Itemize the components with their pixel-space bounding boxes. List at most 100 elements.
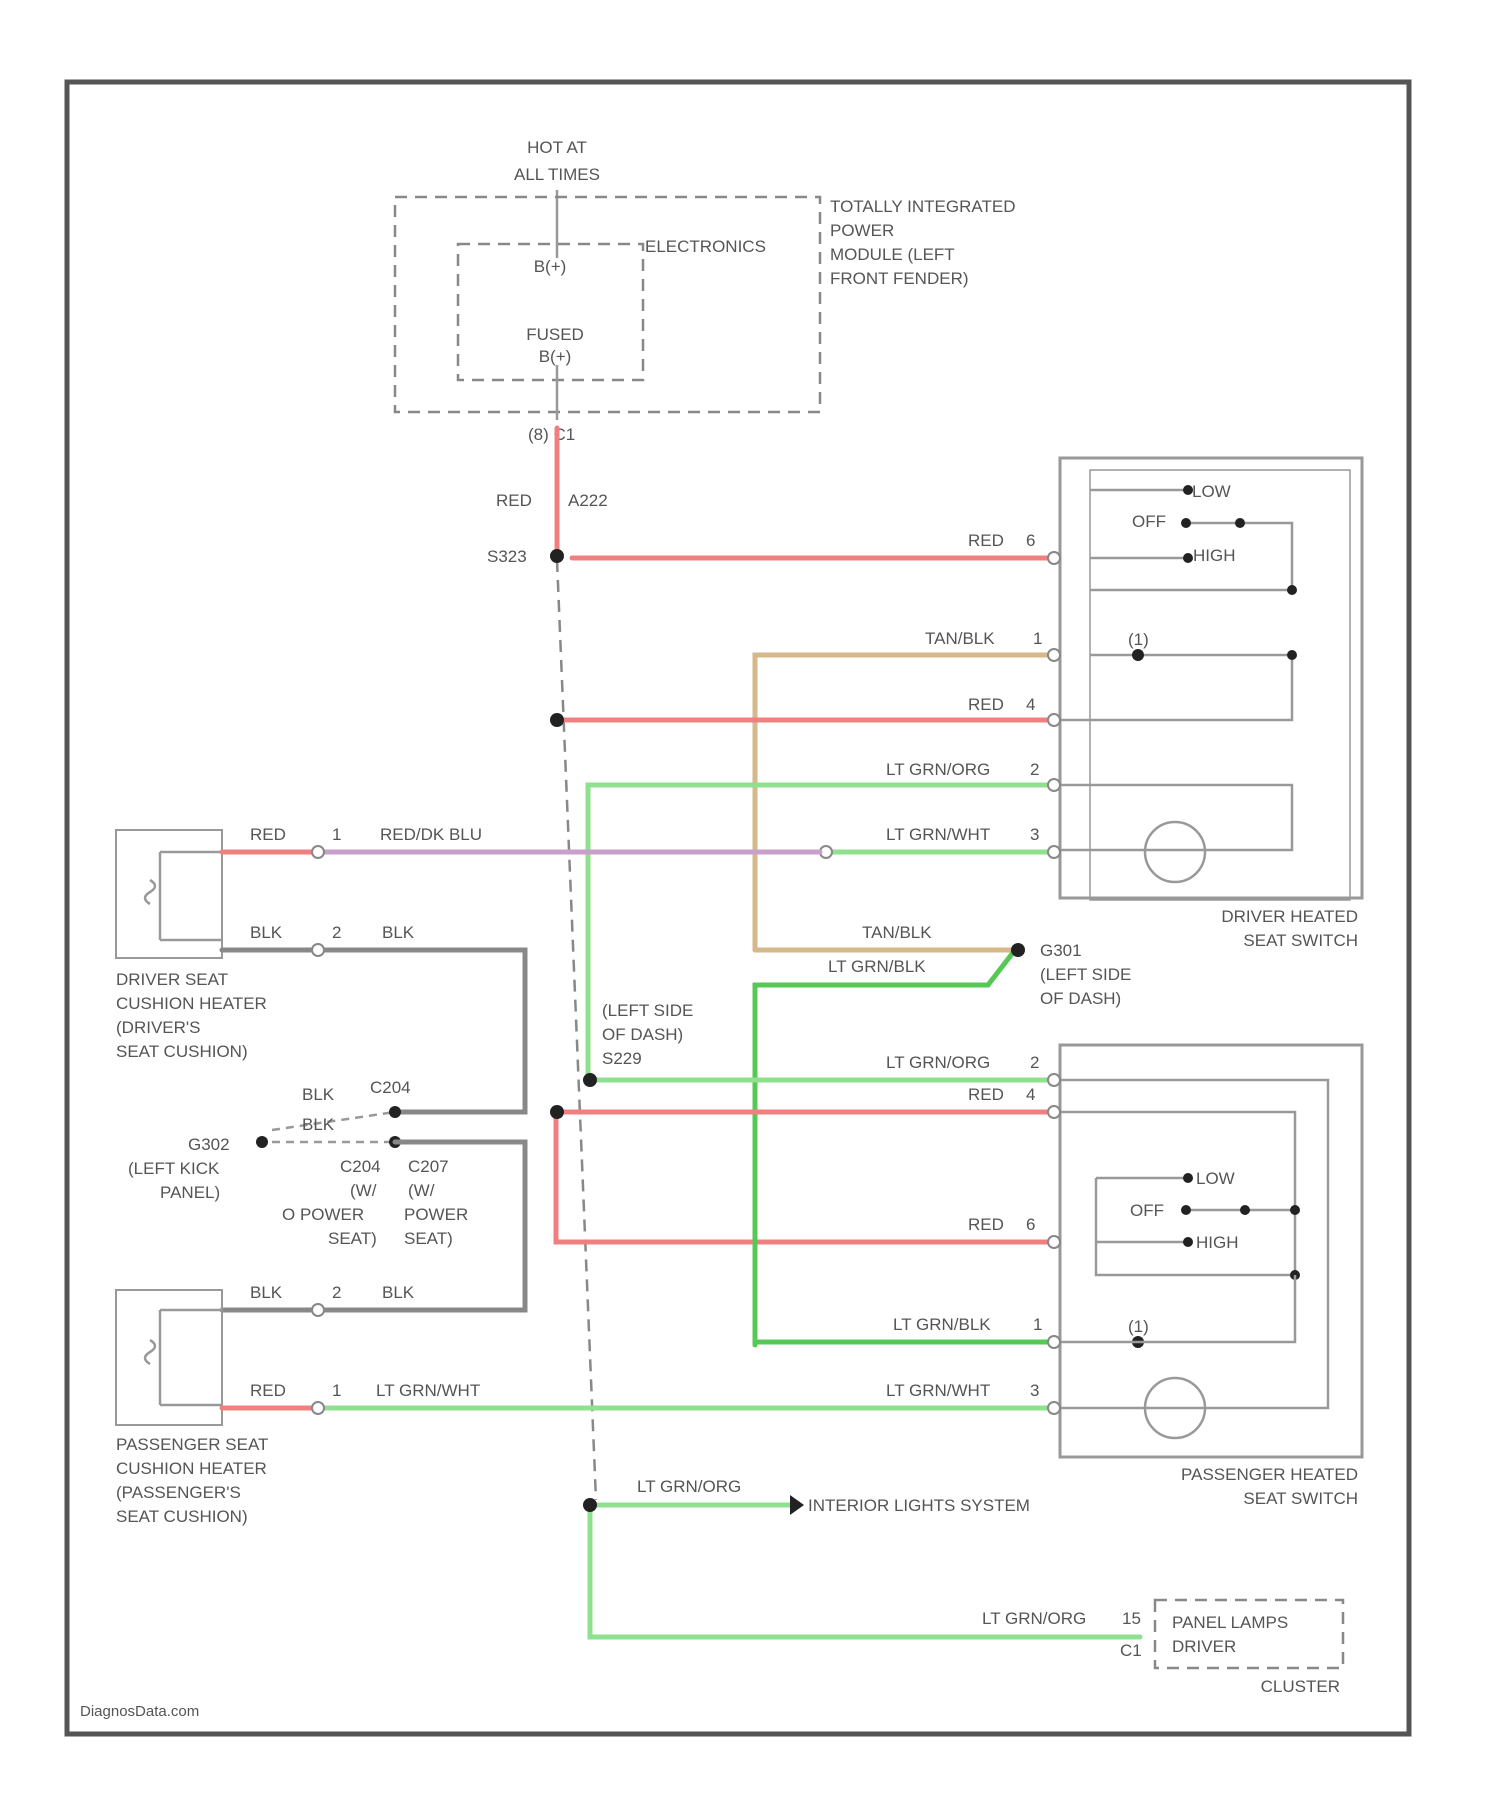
driver-switch-lamp-loop [1060, 785, 1292, 850]
driver-wire-6-pin: 6 [1026, 531, 1035, 550]
passenger-heater-resistor [145, 1340, 155, 1364]
driver-heater-pin1-far: RED/DK BLU [380, 825, 482, 844]
driver-switch-pins [820, 552, 1060, 858]
interior-splice [583, 1498, 597, 1512]
feed-splice-2 [550, 713, 564, 727]
c204-label-1: C204 [340, 1157, 381, 1176]
driver-wire-4-color: RED [968, 695, 1004, 714]
driver-low-label: LOW [1192, 482, 1231, 501]
g301-label-2: OF DASH) [1040, 989, 1121, 1008]
electronics-label: ELECTRONICS [645, 237, 766, 256]
g302-point [256, 1136, 268, 1148]
driver-off-contact [1181, 518, 1191, 528]
interior-arrow-icon [790, 1495, 804, 1515]
passenger-heater-title-2: CUSHION HEATER [116, 1459, 267, 1478]
passenger-wire-3-color: LT GRN/WHT [886, 1381, 990, 1400]
driver-switch-node-2 [1287, 650, 1297, 660]
c207-label-2: (W/ [408, 1181, 435, 1200]
c204-node [389, 1106, 401, 1118]
cluster-driver-1: PANEL LAMPS [1172, 1613, 1288, 1632]
driver-heater-c1 [312, 846, 324, 858]
cluster-pin: 15 [1122, 1609, 1141, 1628]
driver-heater-title-1: DRIVER SEAT [116, 970, 228, 989]
passenger-off-label: OFF [1130, 1201, 1164, 1220]
driver-wire-2-pin: 2 [1030, 760, 1039, 779]
cluster-conn: C1 [1120, 1641, 1142, 1660]
driver-wire-2-color: LT GRN/ORG [886, 760, 990, 779]
g301-label-1: (LEFT SIDE [1040, 965, 1131, 984]
driver-switch-inner [1090, 470, 1350, 900]
tipm-label-2: POWER [830, 221, 894, 240]
driver-heater-title-2: CUSHION HEATER [116, 994, 267, 1013]
dash-splice-label-1: (LEFT SIDE [602, 1001, 693, 1020]
g301-id: G301 [1040, 941, 1082, 960]
g301-wire-1: TAN/BLK [862, 923, 932, 942]
power-module: HOT AT ALL TIMES ELECTRONICS B(+) FUSED … [395, 138, 1015, 444]
c207-label-3: POWER [404, 1205, 468, 1224]
driver-pin-1 [1048, 649, 1060, 661]
feed-circuit: A222 [568, 491, 608, 510]
dash-splice-label-2: OF DASH) [602, 1025, 683, 1044]
fused-label: FUSED [526, 325, 584, 344]
driver-heater-pin2-far: BLK [382, 923, 415, 942]
passenger-wire-6-pin: 6 [1026, 1215, 1035, 1234]
feed-color: RED [496, 491, 532, 510]
driver-pin-4 [1048, 714, 1060, 726]
passenger-wire-1-pin: 1 [1033, 1315, 1042, 1334]
passenger-pin-6 [1048, 1236, 1060, 1248]
driver-heater-pin2-num: 2 [332, 923, 341, 942]
driver-wire-4-pin: 4 [1026, 695, 1035, 714]
passenger-heater-title-4: SEAT CUSHION) [116, 1507, 248, 1526]
g302-label-2: PANEL) [160, 1183, 220, 1202]
driver-high-contact [1183, 553, 1193, 563]
driver-switch-lamp [1145, 822, 1205, 882]
driver-wire-1-pin: 1 [1033, 629, 1042, 648]
interior-wire-color: LT GRN/ORG [637, 1477, 741, 1496]
cluster-wire-color: LT GRN/ORG [982, 1609, 1086, 1628]
passenger-switch-internals [1096, 1178, 1295, 1275]
driver-low-contact [1183, 485, 1193, 495]
driver-heater-element [160, 852, 222, 940]
driver-pin-6 [1048, 552, 1060, 564]
passenger-heater-pin1-num: 1 [332, 1381, 341, 1400]
passenger-node-1 [1290, 1205, 1300, 1215]
driver-wire-3-pin: 3 [1030, 825, 1039, 844]
hot-label-1: HOT AT [527, 138, 587, 157]
driver-switch-title-2: SEAT SWITCH [1243, 931, 1358, 950]
bplus-label: B(+) [534, 257, 567, 276]
passenger-high-label: HIGH [1196, 1233, 1239, 1252]
passenger-wire-3-pin: 3 [1030, 1381, 1039, 1400]
driver-heater-resistor [145, 880, 155, 904]
dash-splice-label-3: S229 [602, 1049, 642, 1068]
passenger-wire-4-pin: 4 [1026, 1085, 1035, 1104]
c204-label-2: (W/ [350, 1181, 377, 1200]
c204-label-3: O POWER [282, 1205, 364, 1224]
passenger-switch-outer-wiring [1060, 1080, 1328, 1408]
fused-bplus-label: B(+) [539, 347, 572, 366]
g302-blk-2: BLK [302, 1115, 335, 1134]
passenger-wire-1-color: LT GRN/BLK [893, 1315, 991, 1334]
feed-splice-label: S323 [487, 547, 527, 566]
driver-high-label: HIGH [1193, 546, 1236, 565]
c207-label-1: C207 [408, 1157, 449, 1176]
passenger-heater-pin2-num: 2 [332, 1283, 341, 1302]
passenger-heater-element [160, 1310, 222, 1405]
passenger-pin-2 [1048, 1074, 1060, 1086]
passenger-heater-pin2-color: BLK [250, 1283, 283, 1302]
ground-g302: BLK BLK C204 G302 (LEFT KICK PANEL) C204… [128, 1078, 468, 1248]
s229-splice [583, 1073, 597, 1087]
driver-heater-pin1-color: RED [250, 825, 286, 844]
tipm-label-1: TOTALLY INTEGRATED [830, 197, 1015, 216]
feed-splice-3 [550, 1105, 564, 1119]
g301-splice [1011, 943, 1025, 957]
passenger-low-label: LOW [1196, 1169, 1235, 1188]
driver-wire-3-color: LT GRN/WHT [886, 825, 990, 844]
driver-pin-3 [1048, 846, 1060, 858]
tipm-label-3: MODULE (LEFT [830, 245, 955, 264]
driver-heater-title-3: (DRIVER'S [116, 1018, 200, 1037]
passenger-switch-title-2: SEAT SWITCH [1243, 1489, 1358, 1508]
passenger-off-contact-2 [1240, 1205, 1250, 1215]
c207-label-4: SEAT) [404, 1229, 453, 1248]
passenger-heater-pin2-far: BLK [382, 1283, 415, 1302]
driver-heater-pin1-num: 1 [332, 825, 341, 844]
